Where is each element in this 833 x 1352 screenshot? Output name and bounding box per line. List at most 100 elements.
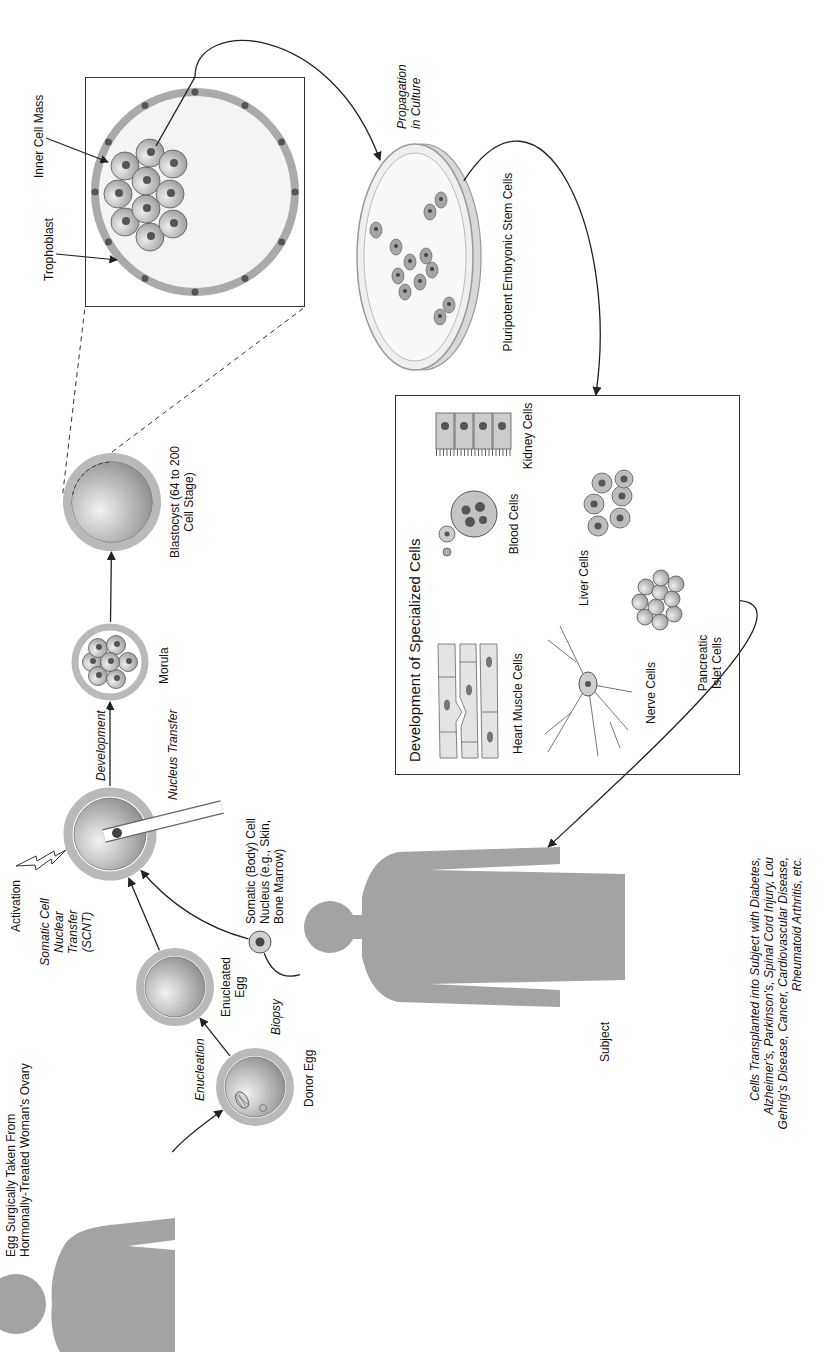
flow-arrow xyxy=(129,878,160,950)
text-holder: Morula xyxy=(154,614,172,684)
woman-silhouette xyxy=(0,1274,46,1334)
culture-dish-art xyxy=(428,209,432,213)
islet-cells-art xyxy=(653,570,669,586)
donor-egg: Donor Egg xyxy=(215,1047,295,1127)
flow-arrow xyxy=(109,702,110,786)
somatic-cell-art xyxy=(256,938,265,947)
blastocyst-section xyxy=(142,102,149,109)
node-label: Subject xyxy=(598,1022,612,1062)
liver-cells-art xyxy=(617,515,624,522)
blastocyst-section xyxy=(292,189,299,196)
kidney-cells-art xyxy=(436,449,511,456)
blood-cells-art xyxy=(451,491,497,537)
morula-art xyxy=(107,670,126,689)
text-holder: Trophoblast xyxy=(39,191,57,281)
flow-arrow xyxy=(110,552,112,622)
morula-art xyxy=(96,644,102,650)
blood-cells: Blood Cells xyxy=(438,484,500,564)
blastocyst-art xyxy=(67,457,157,547)
culture-dish-art xyxy=(399,284,411,300)
node-label: Enucleated Egg xyxy=(219,952,247,1022)
text-holder: Heart Muscle Cells xyxy=(508,624,526,754)
morula-art xyxy=(75,627,145,697)
liver-cells-art xyxy=(591,476,628,530)
text-holder: Blood Cells xyxy=(504,479,522,569)
blood-cells-art xyxy=(475,502,485,512)
donor-egg-art xyxy=(233,1089,252,1110)
blastocyst-section xyxy=(242,275,249,282)
kidney-cells-art xyxy=(441,422,449,430)
culture-dish-art xyxy=(447,302,451,306)
node-label: Nerve Cells xyxy=(644,662,658,724)
morula-art xyxy=(83,636,138,689)
text-holder: Pancreatic Islet Cells xyxy=(696,627,725,699)
morula-art xyxy=(75,627,145,697)
kidney-cells-art xyxy=(493,413,511,449)
node-label: Pluripotent Embryonic Stem Cells xyxy=(501,173,515,352)
blastocyst-section xyxy=(115,189,123,197)
enucleated-egg-art xyxy=(145,957,205,1017)
text-holder: Activation xyxy=(6,870,24,932)
flow-arrow xyxy=(141,871,248,939)
liver-cells-art xyxy=(612,486,632,506)
enucleated-egg-art xyxy=(140,952,210,1022)
blastocyst-section xyxy=(105,239,112,246)
liver-cells-art xyxy=(584,470,633,536)
somatic-cell: Somatic (Body) Cell Nucleus (e.g., Skin,… xyxy=(248,930,272,954)
note-label: Nucleus Transfer xyxy=(166,710,180,800)
heart-muscle-art xyxy=(480,644,498,758)
culture-dish-art xyxy=(357,144,481,370)
node-label: Activation xyxy=(9,880,23,932)
culture-dish-art xyxy=(408,259,412,263)
morula: Morula xyxy=(70,622,150,702)
blastocyst-section xyxy=(104,180,132,208)
blastocyst-section xyxy=(132,167,160,195)
islet-cells-art xyxy=(648,599,664,615)
morula-art xyxy=(107,636,126,655)
blood-cells-art xyxy=(462,506,471,515)
liver-cells-art xyxy=(615,470,633,488)
culture-dish-art xyxy=(403,289,407,293)
liver-cells-art xyxy=(584,470,633,536)
donor-woman: Egg Surgically Taken From Hormonally-Tre… xyxy=(0,1152,175,1352)
nerve-cell-art xyxy=(545,626,632,756)
note-label: Cells Transplanted into Subject with Dia… xyxy=(748,857,804,1157)
blood-cells-art xyxy=(479,516,487,524)
text-holder: Nerve Cells xyxy=(641,639,659,724)
subject-silhouette xyxy=(362,847,625,1007)
donor-egg-art xyxy=(235,1093,249,1108)
kidney-cells: Kidney Cells xyxy=(434,408,514,456)
text-holder: Propagation in Culture xyxy=(395,52,424,130)
blastocyst-section xyxy=(167,189,175,197)
blastocyst-section xyxy=(143,204,151,212)
node-label: Trophoblast xyxy=(42,218,56,281)
islet-cells-art xyxy=(668,576,684,592)
text-holder: Biopsy xyxy=(266,991,284,1036)
blastocyst-section xyxy=(170,219,178,227)
node-label: Blastocyst (64 to 200 Cell Stage) xyxy=(168,437,196,567)
culture-dish-art xyxy=(374,227,378,231)
heart-muscle-art xyxy=(460,644,478,758)
heart-muscle-art xyxy=(438,644,498,758)
text-holder: Cells Transplanted into Subject with Dia… xyxy=(748,857,805,1157)
liver-cells-art xyxy=(595,523,602,530)
heart-cells: Heart Muscle Cells xyxy=(436,639,501,759)
blastocyst-section xyxy=(242,102,249,109)
text-holder: Kidney Cells xyxy=(518,401,536,471)
zoom-line xyxy=(112,307,305,452)
text-holder: Egg Surgically Taken From Hormonally-Tre… xyxy=(4,1052,33,1257)
blastocyst: Blastocyst (64 to 200 Cell Stage) xyxy=(62,452,162,552)
heart-muscle-art xyxy=(438,662,498,742)
islet-cells-art xyxy=(664,591,680,607)
kidney-cells-art xyxy=(474,413,492,449)
blood-cells-art xyxy=(439,526,455,542)
zoom-lines xyxy=(63,307,305,493)
node-label: Pancreatic Islet Cells xyxy=(696,627,724,699)
culture-dish-art xyxy=(430,267,434,271)
flow-arrow xyxy=(264,953,300,976)
reconstructed-egg-art xyxy=(112,828,122,838)
culture-dish-art xyxy=(364,153,466,361)
edge-label: Development xyxy=(94,709,108,782)
blood-cells-art xyxy=(465,517,475,527)
